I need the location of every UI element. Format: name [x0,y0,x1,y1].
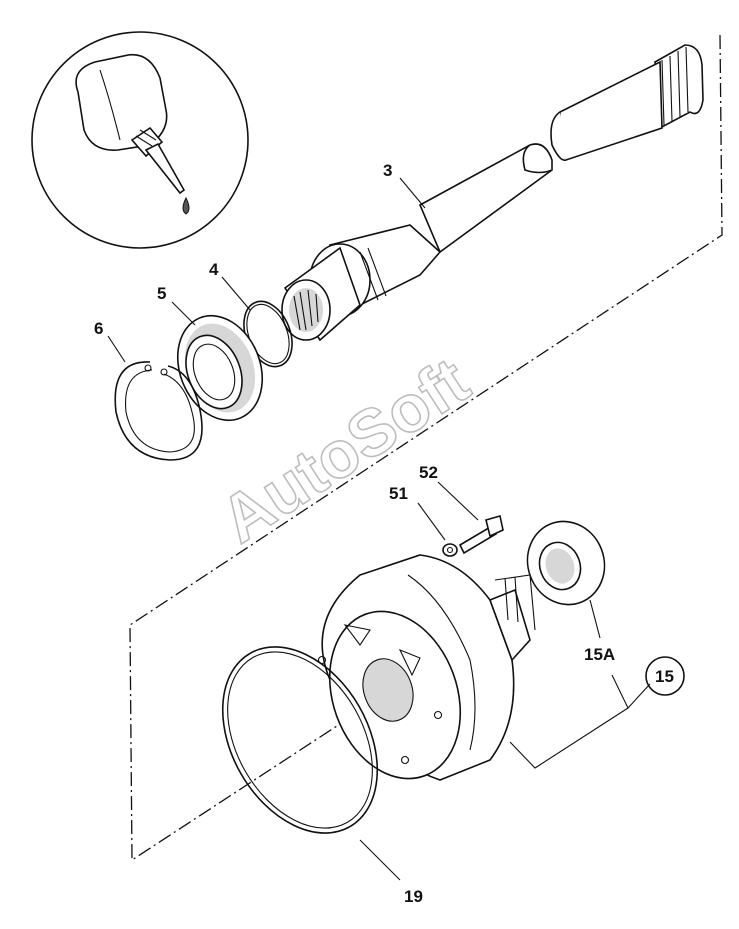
shaft-seal [526,520,606,606]
assembly-axis-lines [129,34,723,862]
callout-15a: 15A [584,645,615,664]
circlip [114,361,203,461]
large-o-ring [221,646,379,834]
callout-52: 52 [419,463,438,482]
adhesive-bottle-icon [31,31,249,249]
pump-housing [317,554,536,781]
callout-15-badge: 15 [645,656,685,696]
drive-shaft [281,44,704,342]
bolt [458,514,504,555]
callout-4: 4 [209,260,219,279]
nut [442,543,458,557]
callout-5: 5 [157,284,166,303]
callout-3: 3 [383,161,392,180]
roller-bearing [176,314,264,422]
callout-19: 19 [404,887,423,906]
leader-lines [107,177,651,881]
callout-15: 15 [655,667,674,686]
callout-51: 51 [389,484,408,503]
callout-6: 6 [94,319,103,338]
